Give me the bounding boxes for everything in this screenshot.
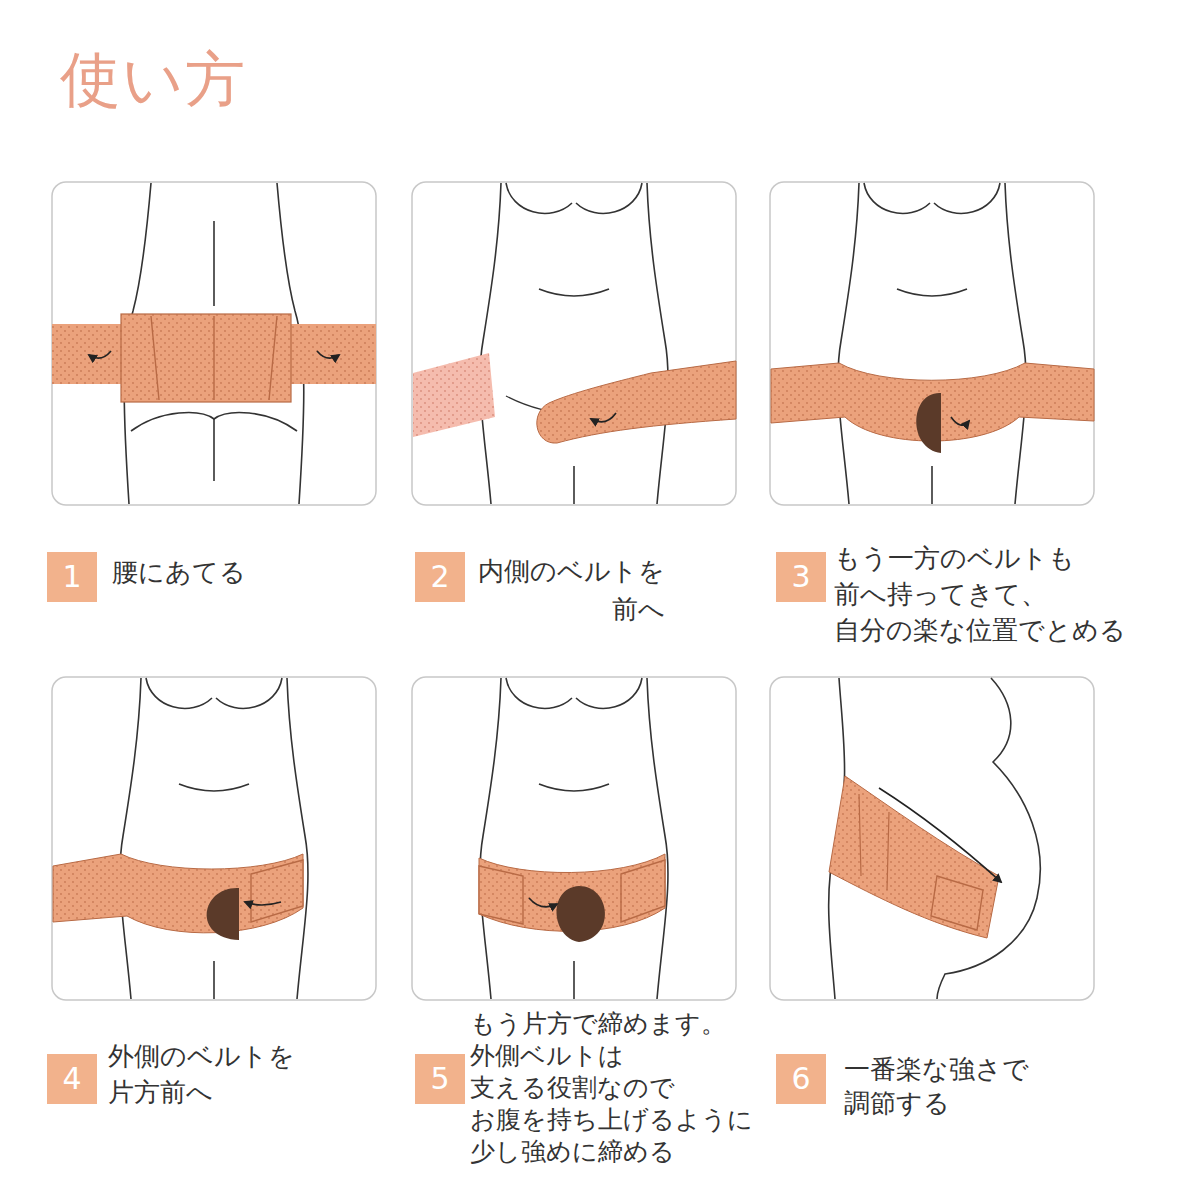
illustration-part	[251, 860, 303, 922]
step-caption: 腰にあてる	[112, 554, 246, 590]
illustration-part	[53, 854, 303, 933]
step-label: 6 一番楽な強さで 調節する	[776, 1054, 1029, 1122]
illustration-part	[931, 876, 983, 930]
step-caption: 外側のベルトを 片方前へ	[108, 1038, 295, 1110]
illustration-part	[621, 860, 665, 922]
step-label: 3もう一方のベルトも 前へ持ってきて、 自分の楽な位置でとめる	[776, 552, 1126, 660]
illustration-part	[413, 353, 495, 437]
step-illustration	[51, 181, 377, 506]
illustration-part	[213, 419, 215, 481]
illustration-part	[89, 351, 111, 358]
step-number: 4	[47, 1054, 97, 1104]
illustration-part	[838, 183, 1026, 504]
illustration-part	[859, 794, 889, 890]
illustration-part	[213, 221, 215, 306]
illustration-part	[537, 361, 736, 443]
illustration-part	[121, 314, 291, 402]
step-number: 2	[415, 552, 465, 602]
illustration-part	[937, 678, 1040, 999]
illustration-part	[770, 677, 1094, 1000]
illustration-part	[479, 866, 523, 924]
illustration-part	[412, 677, 736, 1000]
step-number: 3	[776, 552, 826, 602]
illustration-part	[480, 183, 668, 504]
step-illustration	[411, 676, 737, 1001]
step-label: 4外側のベルトを 片方前へ	[47, 1054, 295, 1126]
illustration-part	[529, 898, 557, 907]
step-caption: 一番楽な強さで 調節する	[844, 1052, 1029, 1120]
illustration-part	[879, 788, 1001, 882]
page-title: 使い方	[60, 40, 247, 121]
illustration-part	[120, 678, 308, 999]
step-label: 2 内側のベルトを 前へ	[415, 552, 665, 628]
step-caption: 内側のベルトを 前へ	[478, 552, 665, 628]
illustration-part	[245, 902, 281, 905]
step-illustration	[769, 676, 1095, 1001]
illustration-part	[52, 677, 376, 1000]
illustration-part	[770, 182, 1094, 505]
illustration-part	[52, 182, 376, 505]
step-caption: もう片方で締めます。 外側ベルトは 支える役割なので お腹を持ち上げるように 少…	[470, 1008, 753, 1168]
step-illustration	[411, 181, 737, 506]
illustration-part	[556, 886, 604, 942]
step-illustration	[769, 181, 1095, 506]
step-number: 5	[415, 1054, 465, 1104]
illustration-part	[317, 351, 339, 358]
step-label: 1 腰にあてる	[47, 552, 246, 602]
step-caption: もう一方のベルトも 前へ持ってきて、 自分の楽な位置でとめる	[834, 540, 1126, 648]
illustration-part	[151, 316, 277, 400]
illustration-part	[591, 413, 616, 422]
step-label: 5もう片方で締めます。 外側ベルトは 支える役割なので お腹を持ち上げるように …	[415, 1054, 753, 1182]
illustration-part	[480, 678, 668, 999]
illustration-part	[916, 393, 941, 453]
step-number: 6	[776, 1054, 826, 1104]
illustration-part	[951, 417, 969, 425]
step-illustration	[51, 676, 377, 1001]
step-number: 1	[47, 552, 97, 602]
illustration-part	[207, 888, 239, 940]
illustration-part	[412, 182, 736, 505]
